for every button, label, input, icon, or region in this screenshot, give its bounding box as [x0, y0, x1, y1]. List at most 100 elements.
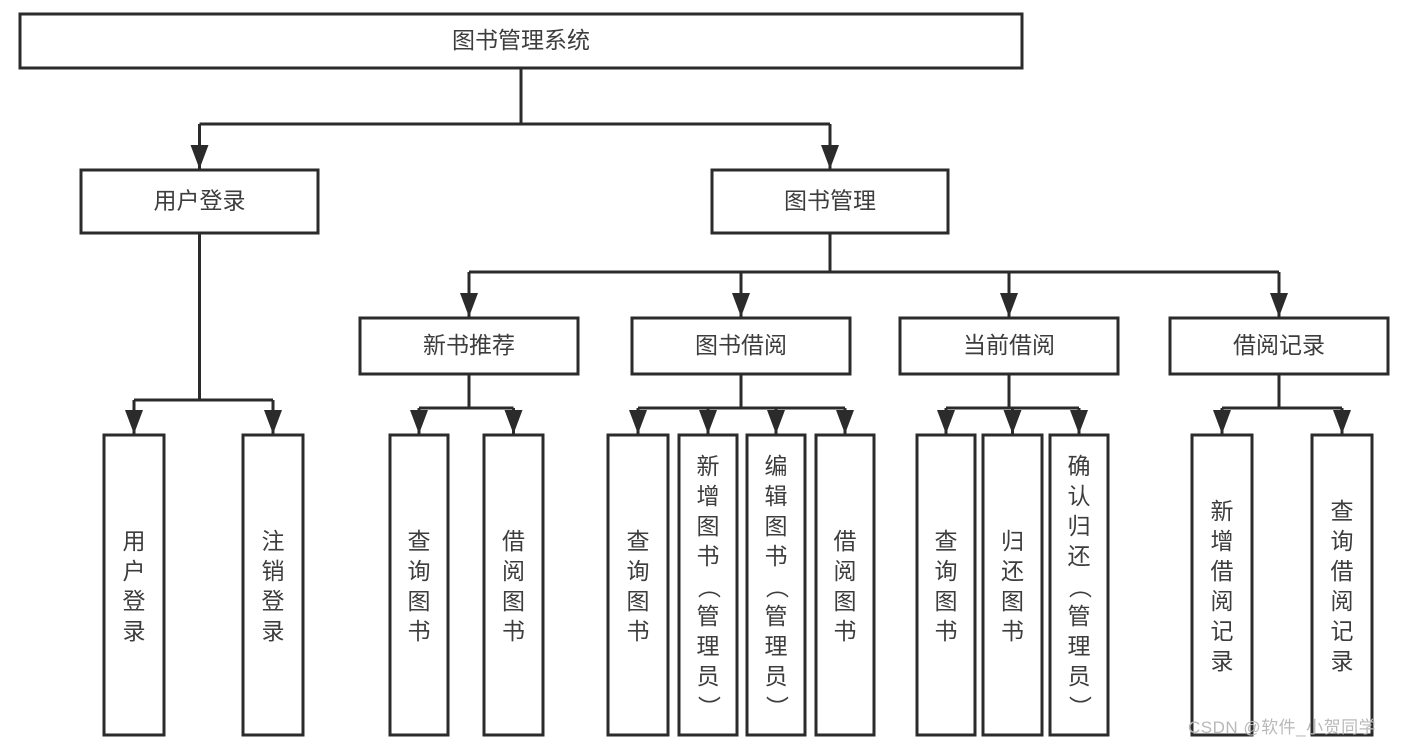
node-label-char: 归 [1068, 513, 1091, 539]
node-label-char: 确 [1068, 453, 1091, 479]
connector-arrowhead [732, 293, 750, 317]
connector-arrowhead [1000, 293, 1018, 317]
node-label-char: 还 [1068, 543, 1091, 569]
node-box [102, 433, 166, 737]
connector-arrowhead [460, 293, 478, 317]
node-box [18, 12, 1024, 70]
connector-arrowhead [125, 410, 143, 434]
node-label-char: 销 [262, 558, 285, 584]
node-label-char: 图 [834, 588, 857, 614]
node-box [388, 433, 450, 737]
node-label-char: 记 [1211, 618, 1234, 644]
node-label-char: 询 [408, 558, 431, 584]
connector-arrowhead [1213, 410, 1231, 434]
node-label-char: 图 [697, 513, 720, 539]
node-label-char: 管 [765, 603, 788, 629]
connector-arrowhead [821, 145, 839, 169]
node-box [241, 433, 305, 737]
node-label-char: 借 [1211, 558, 1234, 584]
connector-arrowhead [1270, 293, 1288, 317]
node-label-char: 书 [1001, 618, 1024, 644]
node-box [482, 433, 545, 737]
diagram-node-level2-0[interactable]: 新书推荐 [358, 316, 580, 376]
node-label-char: ） [764, 696, 790, 719]
diagram-node-level2-2[interactable]: 当前借阅 [898, 316, 1120, 376]
node-label: 图书管理 [784, 188, 876, 214]
node-label-char: 借 [502, 528, 525, 554]
node-label-char: 查 [1331, 498, 1354, 524]
node-box [1310, 433, 1374, 737]
node-label-char: 录 [1211, 648, 1234, 674]
node-label-char: 员 [697, 663, 720, 689]
node-label: 图书管理系统 [452, 27, 590, 53]
node-label-char: 询 [1331, 528, 1354, 554]
node-label-char: 图 [1001, 588, 1024, 614]
connector-arrowhead [1070, 410, 1088, 434]
node-label: 当前借阅 [963, 332, 1055, 358]
node-label-char: 编 [765, 453, 788, 479]
connector-arrowhead [504, 410, 523, 434]
node-label-char: 借 [834, 528, 857, 554]
node-label-char: 查 [627, 528, 650, 554]
node-label-char: 图 [765, 513, 788, 539]
node-label-char: 阅 [1211, 588, 1234, 614]
diagram-node-leaf-0[interactable]: 用户登录 [102, 433, 166, 737]
node-label-char: 录 [123, 618, 146, 644]
connector-arrowhead [410, 410, 428, 434]
node-label: 新书推荐 [423, 332, 515, 358]
node-label-char: 录 [1331, 648, 1354, 674]
node-label-char: 书 [935, 618, 958, 644]
node-box [1048, 433, 1110, 737]
connector-arrowhead [937, 410, 955, 434]
node-box [79, 168, 320, 235]
node-box [606, 433, 670, 737]
node-box [814, 433, 876, 737]
node-layer: 图书管理系统用户登录图书管理新书推荐图书借阅当前借阅借阅记录用户登录注销登录查询… [18, 12, 1390, 737]
node-label-char: 书 [697, 543, 720, 569]
diagram-node-root-0[interactable]: 图书管理系统 [18, 12, 1024, 70]
node-label-char: 图 [935, 588, 958, 614]
diagram-node-level2-1[interactable]: 图书借阅 [630, 316, 852, 376]
node-label-char: （ [696, 576, 722, 599]
node-label: 用户登录 [154, 188, 246, 214]
node-label-char: 录 [262, 618, 285, 644]
node-label-char: 登 [123, 588, 146, 614]
connector-arrowhead [767, 410, 785, 434]
node-label-char: 记 [1331, 618, 1354, 644]
node-label-char: 户 [123, 558, 146, 584]
diagram-node-level1-1[interactable]: 图书管理 [710, 168, 950, 235]
connector-layer [125, 68, 1351, 434]
node-box [1190, 433, 1254, 737]
node-label-char: （ [764, 576, 790, 599]
node-label-char: 还 [1001, 558, 1024, 584]
diagram-node-level2-3[interactable]: 借阅记录 [1168, 316, 1390, 376]
node-label: 图书借阅 [695, 332, 787, 358]
node-label-char: ） [696, 696, 722, 719]
node-label-char: ） [1067, 696, 1093, 719]
connector-arrowhead [629, 410, 647, 434]
node-label-char: 管 [1068, 603, 1091, 629]
diagram-node-level1-0[interactable]: 用户登录 [79, 168, 320, 235]
node-label-char: 新 [697, 453, 720, 479]
node-label-char: 理 [1068, 633, 1091, 659]
node-box [677, 433, 739, 737]
node-label-char: 阅 [502, 558, 525, 584]
connector-arrowhead [1003, 410, 1022, 434]
node-label-char: 图 [627, 588, 650, 614]
node-label-char: 书 [765, 543, 788, 569]
node-label-char: 认 [1068, 483, 1091, 509]
node-label-char: 书 [408, 618, 431, 644]
